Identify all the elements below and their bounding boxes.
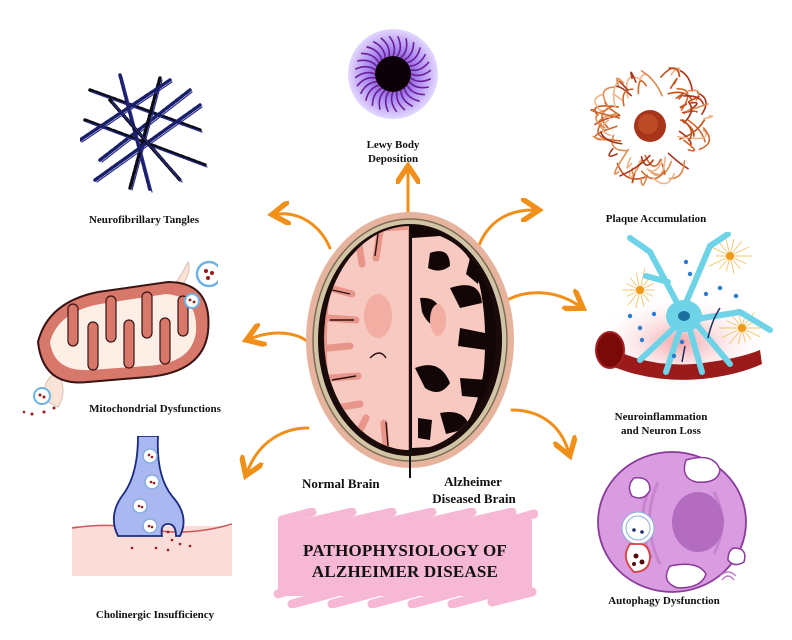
plaque-fiber [682,111,696,113]
plaque-illustration [582,56,718,192]
plaque-fiber [661,68,680,77]
lewy-body-illustration [347,28,439,120]
mitochondria-illustration [18,252,218,420]
plaque-fiber [613,94,622,100]
plaque-label: Plaque Accumulation [596,212,716,226]
plaque-fiber [609,149,617,156]
arrow-to-cholinergic [248,428,308,470]
plaque-fiber [684,140,694,150]
plaque-fiber [601,132,622,144]
title-line-2: ALZHEIMER DISEASE [272,561,538,582]
neuroinflammation-illustration [590,232,790,392]
tangles-label: Neurofibrillary Tangles [84,213,204,227]
plaque-fiber [638,81,646,94]
plaque-fiber [676,94,682,99]
nucleus [672,492,724,552]
diseased-brain-label-1: Alzheimer [428,474,518,490]
plaque-fiber [627,77,640,98]
normal-brain-label: Normal Brain [302,476,380,492]
diseased-brain-label-2: Diseased Brain [414,491,534,507]
arrow-to-autophagy [512,410,568,450]
cholinergic-illustration [72,436,232,576]
cholinergic-label: Cholinergic Insufficiency [80,608,230,622]
plaque-fiber [627,158,631,168]
autophagy-label: Autophagy Dysfunction [604,594,724,608]
lewy-label: Lewy Body Deposition [358,138,428,166]
neuro-label: Neuroinflammation and Neuron Loss [606,410,716,438]
title-line-1: PATHOPHYSIOLOGY OF [272,540,538,561]
plaque-fiber [704,116,712,119]
plaque-fiber [671,79,677,89]
autophagy-illustration [594,448,750,596]
diagram-title: PATHOPHYSIOLOGY OF ALZHEIMER DISEASE [272,540,538,582]
plaque-fiber [670,161,685,179]
tangles-illustration [80,70,210,195]
brain-illustration [300,208,520,478]
mito-label: Mitochondrial Dysfunctions [80,402,230,416]
